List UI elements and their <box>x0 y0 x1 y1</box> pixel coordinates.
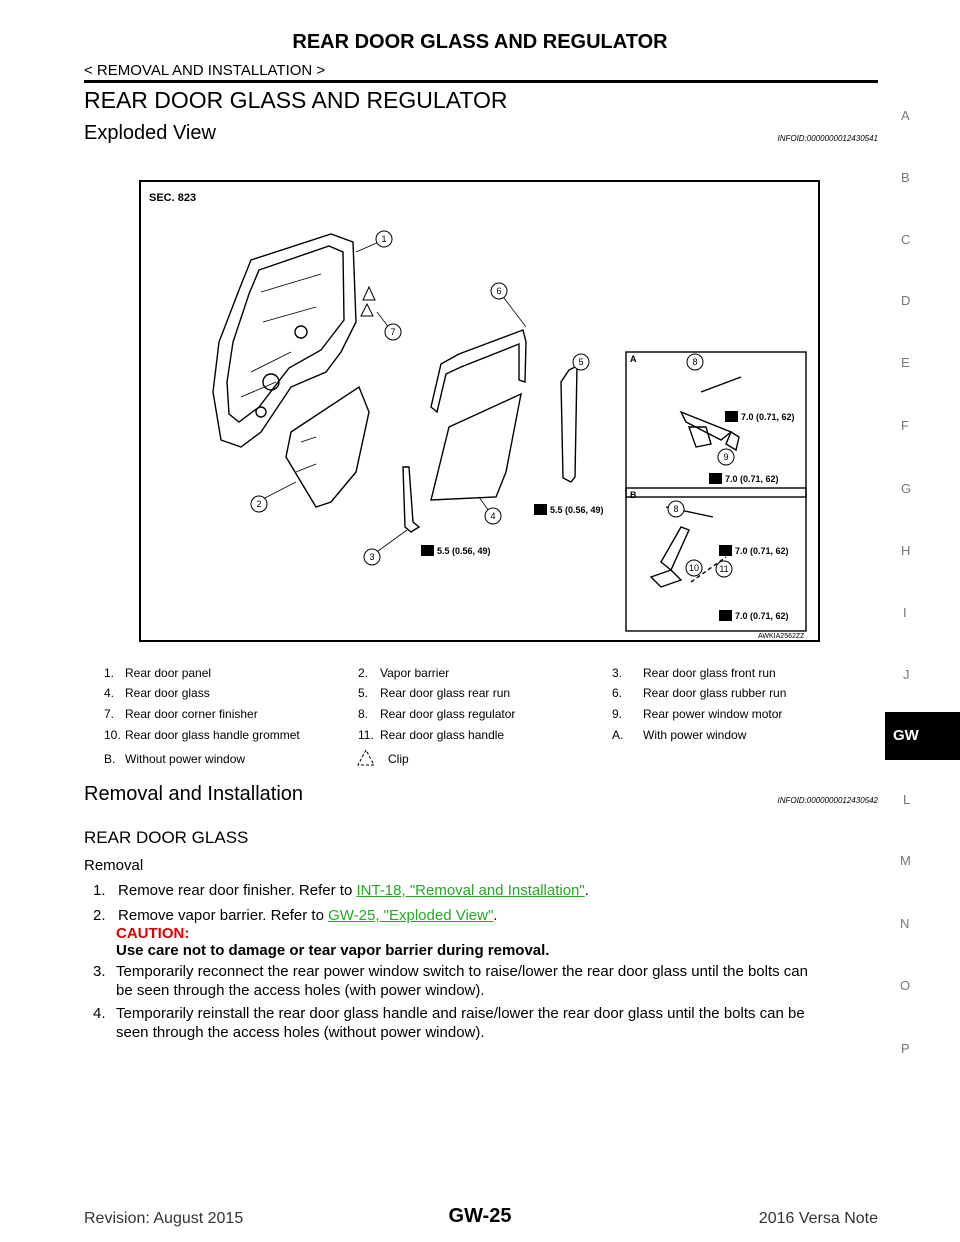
side-tab-b[interactable]: B <box>901 170 910 185</box>
side-tab-e[interactable]: E <box>901 355 910 370</box>
side-tab-n[interactable]: N <box>900 916 910 931</box>
side-tab-a[interactable]: A <box>901 108 910 123</box>
torque-front-run: 5.5 (0.56, 49) <box>437 546 491 556</box>
legend-num: 2. <box>358 666 369 680</box>
section-title: REAR DOOR GLASS AND REGULATOR <box>84 87 508 113</box>
side-tab-l[interactable]: L <box>903 792 911 807</box>
legend-num: 1. <box>104 666 115 680</box>
callout-9: 9 <box>723 452 728 462</box>
legend-num: 11. <box>358 728 374 742</box>
legend-num: 6. <box>612 686 623 700</box>
step-3-num: 3. <box>93 963 106 980</box>
side-tab-f[interactable]: F <box>901 418 909 433</box>
callout-5: 5 <box>578 357 583 367</box>
side-tab-g[interactable]: G <box>901 481 912 496</box>
callout-1: 1 <box>381 234 386 244</box>
legend-label: Vapor barrier <box>380 666 450 680</box>
callout-7: 7 <box>390 327 395 337</box>
side-tab-gw-active[interactable]: GW <box>885 712 960 760</box>
legend-num: 4. <box>104 686 115 700</box>
legend-label: Rear door glass handle <box>380 728 505 742</box>
legend-num: 8. <box>358 707 369 721</box>
footer-model: 2016 Versa Note <box>758 1210 878 1227</box>
torque-rear-run: 5.5 (0.56, 49) <box>550 505 604 515</box>
legend-label: Rear door panel <box>125 666 212 680</box>
legend-num: 5. <box>358 686 369 700</box>
inset-b-label: B <box>630 490 637 500</box>
callout-11: 11 <box>719 564 728 574</box>
side-tab-m[interactable]: M <box>900 853 911 868</box>
legend-label: Rear door glass <box>125 686 210 700</box>
side-tab-d[interactable]: D <box>901 293 911 308</box>
torque-a1: 7.0 (0.71, 62) <box>741 412 795 422</box>
link-int-18[interactable]: INT-18, "Removal and Installation" <box>356 882 585 899</box>
footer-page-number: GW-25 <box>448 1205 512 1227</box>
breadcrumb: < REMOVAL AND INSTALLATION > <box>84 62 326 79</box>
caution-label: CAUTION: <box>116 925 190 942</box>
callout-8b: 8 <box>673 504 678 514</box>
removal-infoid: INFOID:0000000012430542 <box>777 796 878 805</box>
legend-label: Rear door glass rubber run <box>643 686 787 700</box>
legend-num: 10. <box>104 728 121 742</box>
legend-label: Rear door corner finisher <box>125 707 258 721</box>
side-tab-j[interactable]: J <box>903 667 910 682</box>
step-3-line-2: be seen through the access holes (with p… <box>116 982 485 999</box>
diagram-code: AWKIA2562ZZ <box>758 633 805 640</box>
step-3-line-1: Temporarily reconnect the rear power win… <box>116 963 808 980</box>
callout-10: 10 <box>689 563 699 573</box>
step-1: 1. Remove rear door finisher. Refer to I… <box>93 882 589 899</box>
torque-b2: 7.0 (0.71, 62) <box>735 611 789 621</box>
legend-num: A. <box>612 728 624 742</box>
legend-num: 7. <box>104 707 115 721</box>
subsection-title: REAR DOOR GLASS <box>84 828 249 847</box>
callout-8a: 8 <box>692 357 697 367</box>
side-tab-c[interactable]: C <box>901 232 911 247</box>
exploded-view-heading: Exploded View <box>84 122 216 144</box>
legend-label: Rear door glass rear run <box>380 686 511 700</box>
step-4-line-2: seen through the access holes (without p… <box>116 1024 485 1041</box>
removal-label: Removal <box>84 857 144 874</box>
legend-label: Rear door glass handle grommet <box>125 728 300 742</box>
legend-label: Rear door glass front run <box>643 666 776 680</box>
diagram-drawing: 1 2 3 4 5 6 7 8 9 8 10 11 SEC. 823 A B 7… <box>149 192 807 640</box>
footer-revision: Revision: August 2015 <box>84 1210 244 1227</box>
clip-icon <box>357 748 375 766</box>
callout-6: 6 <box>496 286 501 296</box>
step-1-text: Remove rear door finisher. Refer to <box>118 882 357 899</box>
removal-heading: Removal and Installation <box>84 783 304 805</box>
legend-num: 3. <box>612 666 623 680</box>
legend-label: Rear door glass regulator <box>380 707 516 721</box>
torque-b1: 7.0 (0.71, 62) <box>735 546 789 556</box>
legend-label: Without power window <box>125 752 246 766</box>
step-4-line-1: Temporarily reinstall the rear door glas… <box>116 1005 805 1022</box>
header-rule <box>84 80 878 83</box>
callout-2: 2 <box>256 499 261 509</box>
legend-label: With power window <box>643 728 747 742</box>
caution-text: Use care not to damage or tear vapor bar… <box>116 942 550 959</box>
side-tab-i[interactable]: I <box>903 605 907 620</box>
torque-a2: 7.0 (0.71, 62) <box>725 474 779 484</box>
callout-4: 4 <box>490 511 495 521</box>
diagram-sec-label: SEC. 823 <box>149 192 196 204</box>
side-tab-p[interactable]: P <box>901 1041 910 1056</box>
legend-num: B. <box>104 752 116 766</box>
exploded-view-diagram: 1 2 3 4 5 6 7 8 9 8 10 11 SEC. 823 A B 7… <box>139 180 820 642</box>
step-2: 2. Remove vapor barrier. Refer to GW-25,… <box>93 907 498 924</box>
side-tab-h[interactable]: H <box>901 543 911 558</box>
page-header-title: REAR DOOR GLASS AND REGULATOR <box>292 31 668 53</box>
step-4-num: 4. <box>93 1005 106 1022</box>
step-2-text: Remove vapor barrier. Refer to <box>118 907 329 924</box>
legend-label: Clip <box>388 752 409 766</box>
link-gw-25[interactable]: GW-25, "Exploded View" <box>328 907 494 924</box>
side-tab-o[interactable]: O <box>900 978 911 993</box>
exploded-infoid: INFOID:0000000012430541 <box>777 134 878 143</box>
callout-3: 3 <box>369 552 374 562</box>
legend-label: Rear power window motor <box>643 707 783 721</box>
legend-num: 9. <box>612 707 623 721</box>
inset-a-label: A <box>630 354 637 364</box>
